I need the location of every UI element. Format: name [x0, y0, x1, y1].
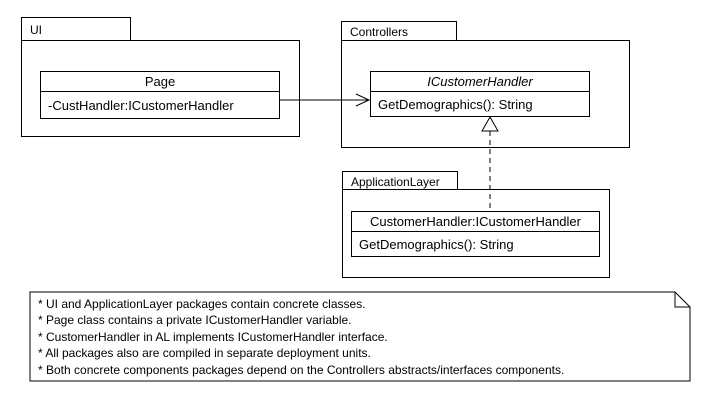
note-line: * CustomerHandler in AL implements ICust… [38, 329, 388, 344]
package-tab-application-layer[interactable]: ApplicationLayer [342, 171, 458, 189]
note-line: * Page class contains a private ICustome… [38, 313, 352, 328]
class-title-customerhandler: CustomerHandler:ICustomerHandler [352, 212, 599, 232]
class-title-icustomerhandler: ICustomerHandler [371, 72, 589, 92]
package-label-ui: UI [30, 23, 42, 37]
class-box-customerhandler[interactable]: CustomerHandler:ICustomerHandler GetDemo… [351, 211, 600, 257]
class-box-page[interactable]: Page -CustHandler:ICustomerHandler [40, 71, 280, 119]
note-text-block[interactable]: * UI and ApplicationLayer packages conta… [30, 292, 690, 381]
package-tab-ui[interactable]: UI [21, 17, 131, 40]
package-label-controllers: Controllers [350, 25, 409, 39]
note-line: * All packages also are compiled in sepa… [38, 346, 371, 361]
package-tab-controllers[interactable]: Controllers [341, 21, 457, 40]
package-label-application-layer: ApplicationLayer [351, 174, 440, 189]
class-member-icustomerhandler: GetDemographics(): String [378, 96, 533, 112]
note-line: * UI and ApplicationLayer packages conta… [38, 297, 366, 311]
note-line: * Both concrete components packages depe… [38, 362, 565, 377]
class-box-icustomerhandler[interactable]: ICustomerHandler GetDemographics(): Stri… [370, 71, 590, 117]
class-member-page: -CustHandler:ICustomerHandler [48, 97, 234, 113]
class-title-page: Page [41, 72, 279, 92]
class-member-customerhandler: GetDemographics(): String [359, 236, 514, 252]
